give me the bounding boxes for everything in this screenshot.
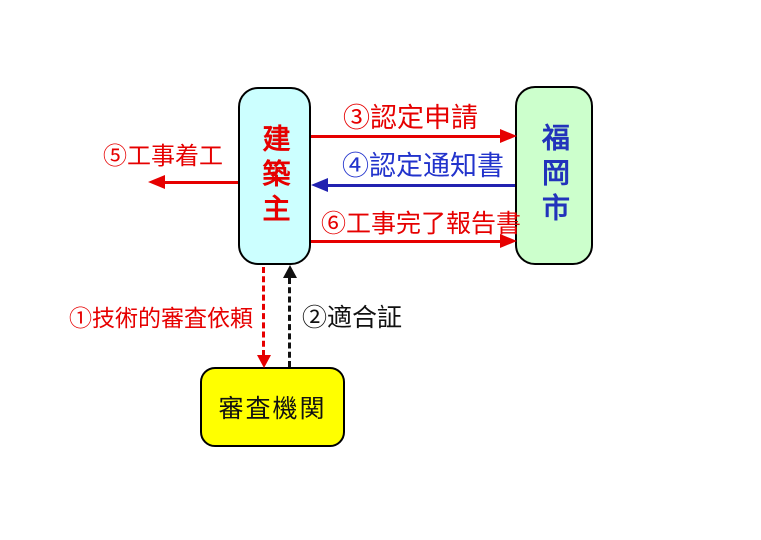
arrow-2-up-arrowhead-icon — [283, 265, 297, 278]
node-city: 福岡市 — [515, 86, 593, 265]
arrow-2-dashed-line — [288, 278, 291, 367]
node-agency: 審査機関 — [200, 367, 345, 447]
arrow-5-line — [164, 181, 238, 184]
arrow-4-label: ④認定通知書 — [342, 151, 504, 181]
arrow-1-down-arrowhead-icon — [257, 355, 271, 368]
arrow-5-left-arrowhead-icon — [148, 175, 165, 189]
arrow-5-label: ⑤工事着工 — [103, 143, 223, 170]
arrow-6-line — [311, 240, 501, 243]
arrow-2-label: ②適合証 — [302, 304, 403, 332]
arrow-4-left-arrowhead-icon — [311, 178, 328, 192]
arrow-1-label: ①技術的審査依頼 — [69, 305, 253, 331]
node-agency-label: 審査機関 — [218, 395, 327, 423]
arrow-3-label: ③認定申請 — [343, 103, 478, 133]
arrow-6-label: ⑥工事完了報告書 — [321, 210, 522, 238]
arrow-4-line — [327, 184, 515, 187]
arrow-3-right-arrowhead-icon — [500, 129, 517, 143]
node-builder-label: 建築主 — [259, 123, 291, 229]
arrow-1-dashed-line — [262, 267, 265, 356]
node-builder: 建築主 — [238, 87, 311, 265]
node-city-label: 福岡市 — [539, 123, 570, 228]
arrow-3-line — [311, 135, 501, 138]
arrow-6-right-arrowhead-icon — [500, 234, 517, 248]
